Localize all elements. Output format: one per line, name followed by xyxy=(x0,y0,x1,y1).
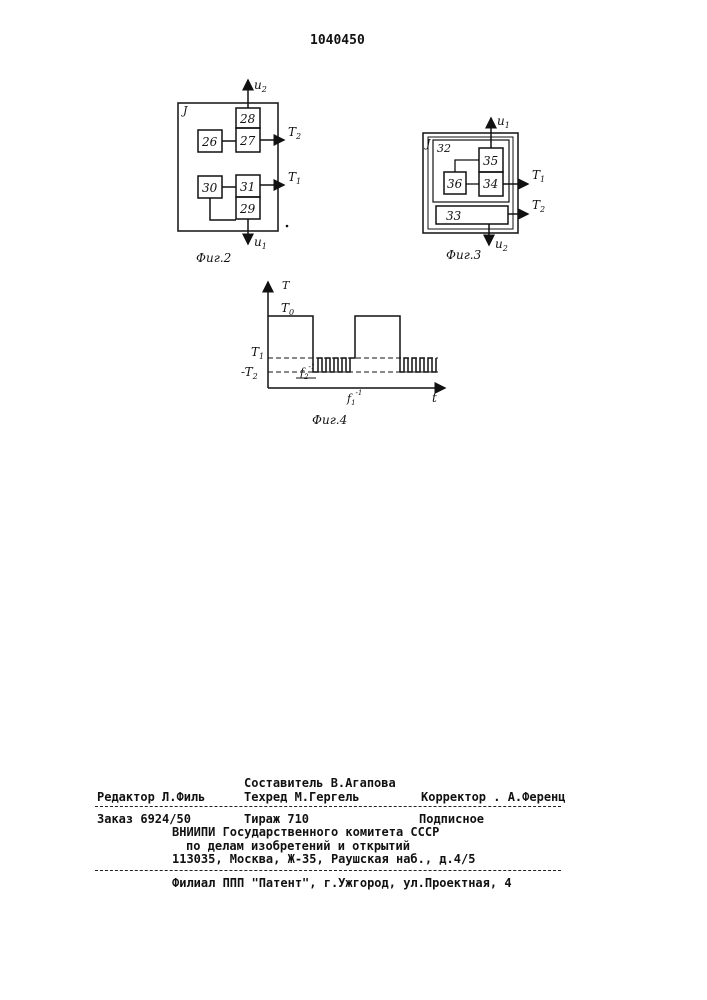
fig4-t1-label: T1 xyxy=(251,345,264,361)
block-36-label: 36 xyxy=(447,177,463,191)
fig3-u2-label: u2 xyxy=(495,237,508,253)
corrector: Корректор . А.Ференц xyxy=(421,790,566,804)
figure-3: J 32 35 36 34 u1 T1 33 T2 u2 Фиг.3 xyxy=(410,105,560,265)
order: Заказ 6924/50 xyxy=(97,812,191,826)
compiler: Составитель В.Агапова xyxy=(244,776,396,790)
fig4-caption: Фиг.4 xyxy=(312,413,347,427)
block-32-label: 32 xyxy=(437,142,451,155)
org-line-1: ВНИИПИ Государственного комитета СССР xyxy=(172,825,439,839)
fig2-u2-label: u2 xyxy=(254,78,267,94)
fig2-t2-label: T2 xyxy=(288,125,301,141)
fig2-t1-label: T1 xyxy=(288,170,301,186)
fig3-frame-label: J xyxy=(424,137,431,150)
divider-2 xyxy=(95,870,561,871)
block-31-label: 31 xyxy=(240,180,255,194)
block-35-label: 35 xyxy=(483,154,498,168)
block-28-label: 28 xyxy=(239,112,256,126)
fig3-u1-label: u1 xyxy=(497,114,510,130)
block-34-label: 34 xyxy=(483,177,498,191)
branch: Филиал ППП "Патент", г.Ужгород, ул.Проек… xyxy=(172,876,512,890)
block-33-label: 33 xyxy=(446,209,462,223)
subscription: Подписное xyxy=(419,812,484,826)
circulation: Тираж 710 xyxy=(244,812,309,826)
figure-4: T t T0 T1 -T2 f2-1 f1-1 Фиг.4 xyxy=(240,270,460,430)
editor: Редактор Л.Филь xyxy=(97,790,205,804)
fig4-t0-label: T0 xyxy=(281,301,294,317)
fig3-caption: Фиг.3 xyxy=(446,248,482,262)
block-26-label: 26 xyxy=(201,135,218,149)
fig2-frame xyxy=(178,103,278,231)
fig2-u1-label: u1 xyxy=(254,235,267,251)
fig4-y-label: T xyxy=(282,279,291,292)
address: 113035, Москва, Ж-35, Раушская наб., д.4… xyxy=(172,852,475,866)
block-29-label: 29 xyxy=(239,202,256,216)
patent-number: 1040450 xyxy=(310,33,365,48)
fig3-t2-label: T2 xyxy=(532,198,545,214)
fig4-waveform xyxy=(268,316,436,372)
divider-1 xyxy=(95,806,561,807)
fig4-t2-label: -T2 xyxy=(241,365,258,381)
fig4-f1-label: f1-1 xyxy=(346,389,362,407)
block-30-label: 30 xyxy=(202,181,218,195)
techred: Техред М.Гергель xyxy=(244,790,360,804)
figure-2: J 28 27 26 u2 T2 30 31 29 T1 u1 Фиг.2 xyxy=(160,70,320,270)
fig4-x-label: t xyxy=(432,391,437,405)
fig2-caption: Фиг.2 xyxy=(196,251,231,265)
fig3-t1-label: T1 xyxy=(532,168,545,184)
block-27-label: 27 xyxy=(239,134,256,148)
fig2-frame-label: J xyxy=(181,104,188,117)
org-line-2: по делам изобретений и открытий xyxy=(186,839,410,853)
